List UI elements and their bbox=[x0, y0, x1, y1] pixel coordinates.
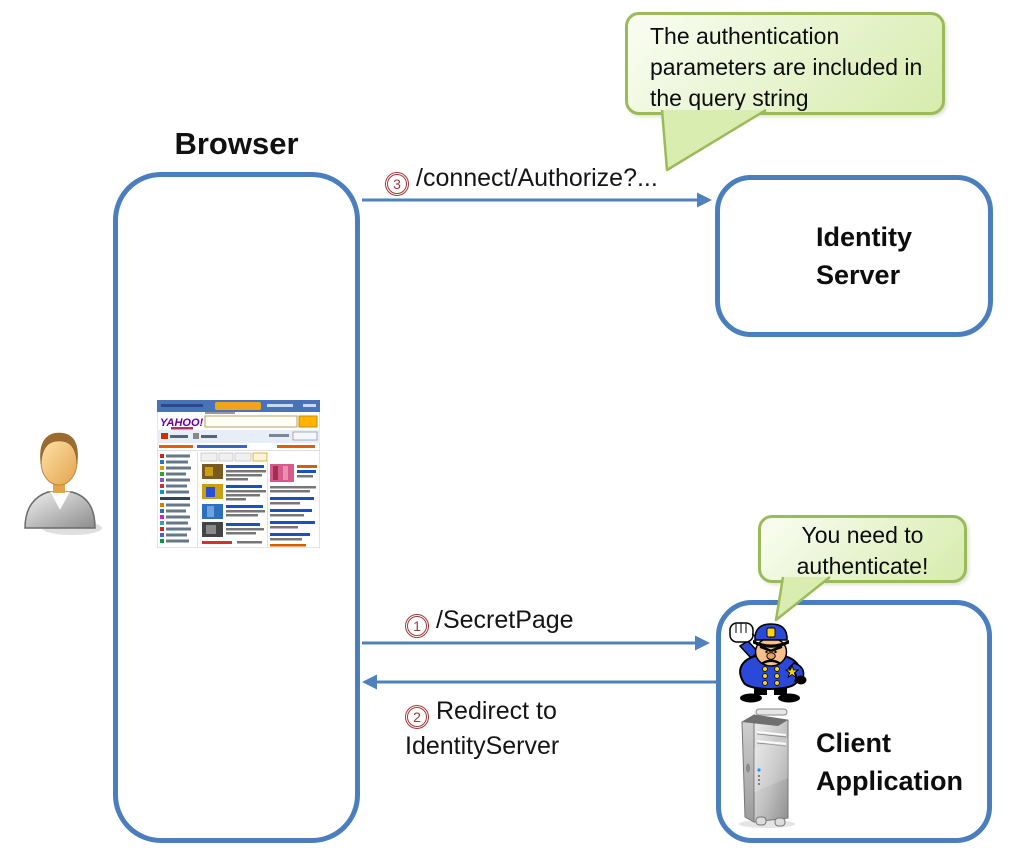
step-number-1: 1 bbox=[405, 614, 429, 638]
browser-title: Browser bbox=[174, 126, 299, 161]
callout-authenticate-tail bbox=[774, 576, 831, 622]
callout-authenticate-text: You need to authenticate! bbox=[796, 522, 929, 579]
callout-query-string: The authentication parameters are includ… bbox=[625, 12, 945, 115]
step-text-redirect: Redirect to IdentityServer bbox=[405, 697, 560, 760]
identity-server-box: Identity Server bbox=[715, 175, 993, 337]
step-text-authorize: /connect/Authorize?... bbox=[416, 164, 658, 192]
step-text-secret-page: /SecretPage bbox=[436, 606, 574, 634]
svg-text:YAHOO!: YAHOO! bbox=[160, 417, 204, 429]
step-label-secret-page: 1/SecretPage bbox=[405, 606, 574, 638]
callout-query-string-text: The authentication parameters are includ… bbox=[650, 23, 923, 111]
callout-query-string-tail bbox=[660, 108, 767, 172]
callout-authenticate: You need to authenticate! bbox=[758, 515, 967, 583]
desktop-tower-icon bbox=[739, 708, 795, 828]
step-number-3: 3 bbox=[385, 172, 409, 196]
policeman-stop-icon bbox=[729, 622, 807, 703]
client-application-label: Client Application bbox=[816, 728, 963, 796]
identity-server-label: Identity Server bbox=[816, 222, 913, 290]
step-number-2: 2 bbox=[405, 705, 429, 729]
arrow-redirect bbox=[362, 674, 718, 690]
step-label-authorize: 3/connect/Authorize?... bbox=[385, 164, 658, 196]
yahoo-homepage-thumbnail: YAHOO! bbox=[157, 400, 320, 548]
user-person-icon bbox=[24, 432, 102, 535]
